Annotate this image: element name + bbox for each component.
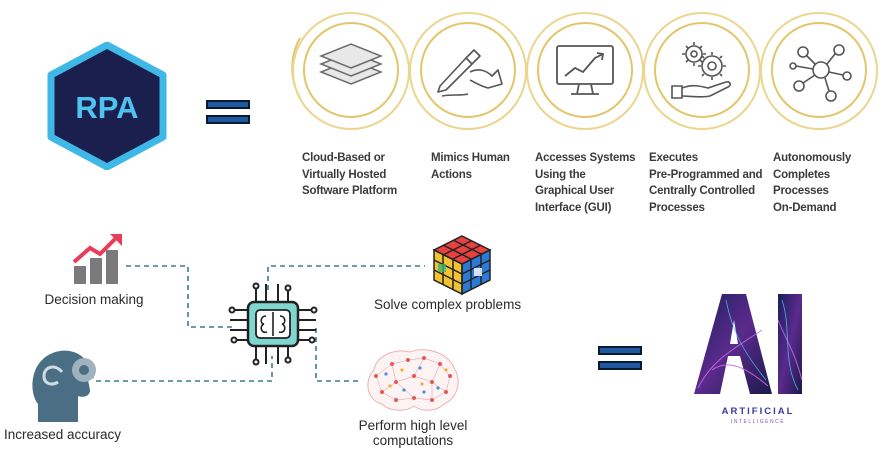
rpa-process-steps: Cloud-Based or Virtually Hosted Software… — [290, 8, 888, 228]
step-ring — [760, 12, 878, 130]
step-4 — [654, 22, 750, 118]
step-1-label: Cloud-Based or Virtually Hosted Software… — [302, 152, 398, 197]
step-2 — [420, 22, 516, 118]
step-2-label: Mimics Human Actions — [431, 152, 510, 181]
brain-network-icon — [367, 349, 459, 411]
equals-sign-top — [206, 100, 250, 126]
hand-writing-icon — [437, 49, 503, 97]
step-3 — [537, 22, 633, 118]
solve-problems-label: Solve complex problems — [374, 297, 522, 312]
rpa-logo-text: RPA — [75, 90, 138, 125]
step-4-label: Executes Pre-Programmed and Centrally Co… — [649, 152, 763, 214]
increased-accuracy-label: Increased accuracy — [4, 427, 122, 442]
ai-logo: ARTIFICIAL INTELLIGENCE — [694, 294, 803, 425]
rpa-logo: RPA — [47, 42, 167, 170]
step-1 — [303, 22, 399, 118]
step-3-label: Accesses Systems Using the Graphical Use… — [535, 152, 636, 214]
perform-computations-label: Perform high level computations — [358, 418, 468, 448]
stacked-layers-icon — [318, 43, 384, 85]
head-gear-icon — [32, 350, 96, 422]
step-5 — [771, 22, 867, 118]
rubiks-cube-icon — [432, 235, 492, 296]
ai-logo-line1: ARTIFICIAL — [722, 406, 795, 417]
growth-chart-icon — [72, 234, 122, 284]
monitor-chart-icon — [556, 45, 614, 95]
ai-logo-line2: INTELLIGENCE — [731, 419, 785, 425]
hand-gears-icon — [671, 42, 731, 99]
step-5-label: Autonomously Completes Processes On-Dema… — [773, 152, 852, 214]
decision-making-label: Decision making — [44, 292, 144, 307]
equals-sign-bottom — [598, 346, 642, 372]
ai-chip-icon — [228, 282, 318, 366]
network-nodes-icon — [789, 44, 852, 102]
